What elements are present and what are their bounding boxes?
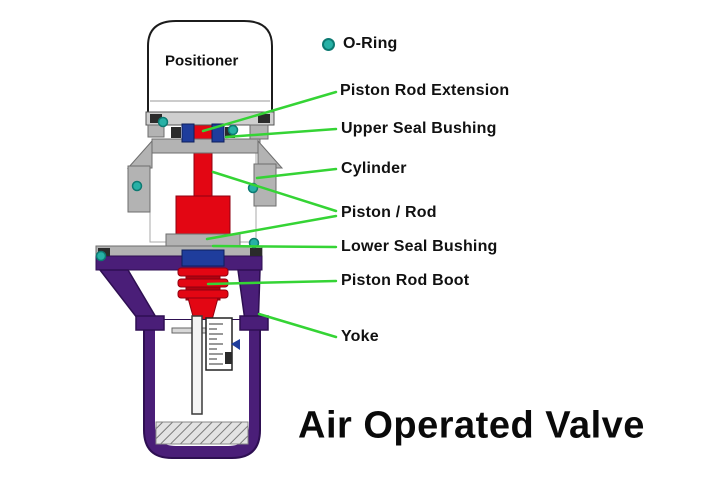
upper-bushing-nut-left <box>171 127 181 138</box>
o-ring-marker <box>95 250 107 262</box>
yoke-rim-right <box>239 315 269 331</box>
lower-seal-bushing-part <box>181 249 225 267</box>
label-cylinder: Cylinder <box>341 160 407 177</box>
travel-scale-ticks <box>209 323 223 365</box>
travel-clamp <box>225 352 232 364</box>
piston-part <box>175 195 231 237</box>
piston-rod-boot-part <box>177 289 229 299</box>
mounting-bolt-left <box>150 114 162 123</box>
cylinder-top-plate <box>151 138 261 154</box>
label-yoke: Yoke <box>341 328 379 345</box>
mounting-bolt-right <box>258 114 270 123</box>
mounting-bracket-left <box>147 124 165 138</box>
positioner-label: Positioner <box>165 52 239 70</box>
o-ring-legend-icon <box>322 37 335 51</box>
leader-upper-seal-bushing <box>224 127 338 139</box>
flange-bolt-right <box>250 248 262 256</box>
yoke-hatch-section <box>155 421 249 445</box>
o-ring-marker <box>157 116 169 128</box>
leader-lines <box>201 90 338 339</box>
leader-lower-seal-bushing <box>211 244 338 249</box>
travel-pointer <box>231 339 240 350</box>
label-upper-seal-bushing: Upper Seal Bushing <box>341 120 497 137</box>
o-ring-label-text: O-Ring <box>343 35 398 52</box>
leader-piston-rod-extension <box>201 90 338 133</box>
o-ring-marker <box>227 124 239 136</box>
positioner-dome <box>147 20 273 114</box>
leader-piston-rod-upper <box>211 170 338 213</box>
label-o-ring: O-Ring <box>322 35 398 53</box>
mounting-bracket-right <box>249 124 269 140</box>
leader-cylinder <box>255 167 338 180</box>
yoke-rim-left <box>135 315 165 331</box>
label-piston-rod-boot: Piston Rod Boot <box>341 272 470 289</box>
leader-yoke <box>257 312 338 339</box>
leader-piston-rod-lower <box>205 214 338 241</box>
piston-rod-boot-part <box>177 267 229 277</box>
mounting-plate <box>145 111 275 126</box>
label-lower-seal-bushing: Lower Seal Bushing <box>341 238 498 255</box>
valve-stem <box>191 315 203 415</box>
cylinder-left-wing <box>126 139 153 169</box>
label-piston-rod: Piston / Rod <box>341 204 437 221</box>
upper-seal-bushing-part <box>181 123 195 143</box>
label-piston-rod-extension: Piston Rod Extension <box>340 82 510 99</box>
leader-piston-rod-boot <box>206 279 338 286</box>
page-title: Air Operated Valve <box>298 404 645 447</box>
o-ring-marker <box>131 180 143 192</box>
flange-purple-part <box>95 255 263 271</box>
